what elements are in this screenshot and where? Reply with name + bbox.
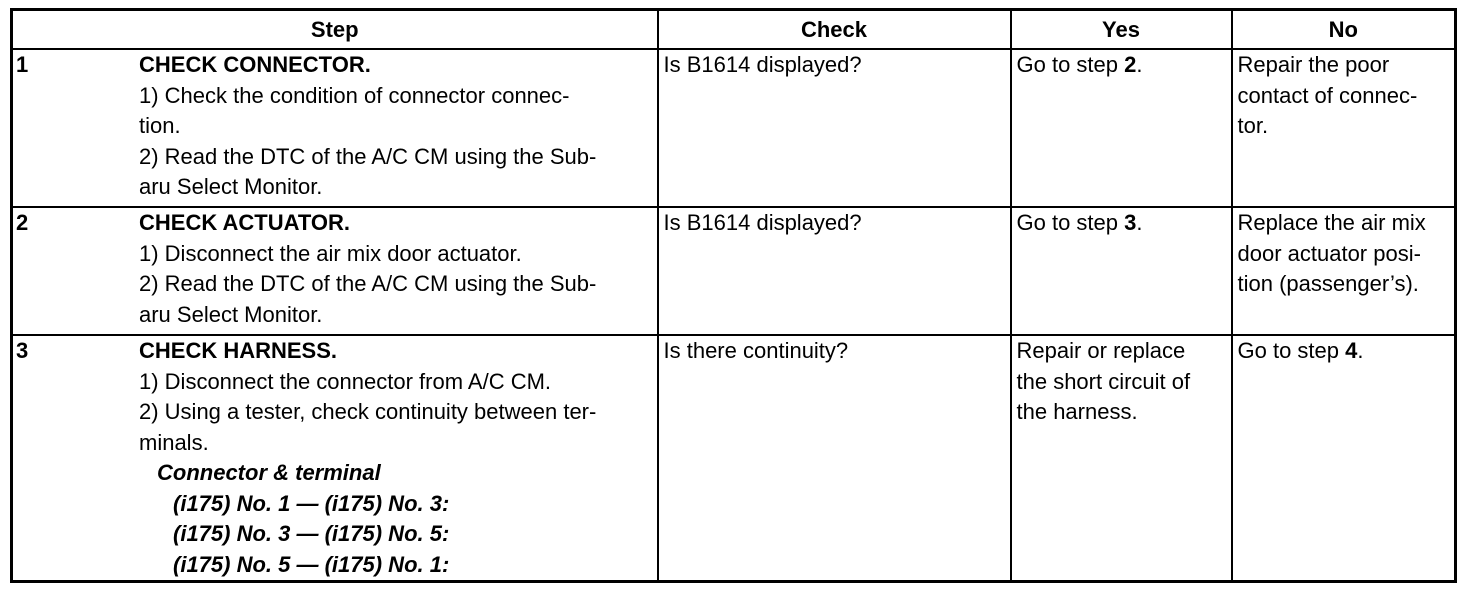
yes-step-number: 3 <box>1124 210 1137 235</box>
header-check: Check <box>656 8 1012 50</box>
yes-cell: Go to step 2. <box>1009 48 1233 208</box>
no-text: Go to step 4. <box>1233 336 1455 367</box>
yes-text: Repair or replace the short circuit of t… <box>1012 336 1231 428</box>
check-text: Is B1614 displayed? <box>663 210 862 235</box>
no-line: Repair the poor <box>1237 52 1390 77</box>
connector-terminal-line: (i175) No. 5 — (i175) No. 1: <box>173 551 450 577</box>
header-no: No <box>1230 8 1457 50</box>
step-body: CHECK ACTUATOR. 1) Disconnect the air mi… <box>139 208 657 330</box>
no-line: tion (passenger’s). <box>1237 271 1419 296</box>
yes-suffix: . <box>1136 52 1143 77</box>
step-cell: 2 CHECK ACTUATOR. 1) Disconnect the air … <box>10 206 659 336</box>
step-line: minals. <box>139 429 209 455</box>
step-title: CHECK ACTUATOR. <box>139 210 351 235</box>
step-title: CHECK CONNECTOR. <box>139 52 371 77</box>
header-row: Step Check Yes No <box>10 8 1457 50</box>
diagnostic-table: Step Check Yes No 1 CHECK CONNECTOR. 1) … <box>10 8 1457 583</box>
no-line: Replace the air mix <box>1237 210 1426 235</box>
yes-prefix: Go to step <box>1016 52 1125 77</box>
no-text: Replace the air mix door actuator posi- … <box>1233 208 1455 300</box>
yes-cell: Repair or replace the short circuit of t… <box>1009 334 1233 583</box>
step-body: CHECK CONNECTOR. 1) Check the condition … <box>139 50 657 203</box>
check-cell: Is B1614 displayed? <box>656 48 1012 208</box>
step-line: 2) Read the DTC of the A/C CM using the … <box>139 143 597 169</box>
no-line: tor. <box>1237 113 1269 138</box>
no-suffix: . <box>1357 338 1364 363</box>
table-row: 3 CHECK HARNESS. 1) Disconnect the conne… <box>10 334 1457 583</box>
yes-line: the harness. <box>1016 399 1138 424</box>
yes-line: Repair or replace <box>1016 338 1186 363</box>
step-line: 2) Using a tester, check continuity betw… <box>139 399 597 424</box>
step-line: 1) Check the condition of connector conn… <box>139 82 570 108</box>
step-title: CHECK HARNESS. <box>139 338 338 363</box>
step-line: 1) Disconnect the air mix door actuator. <box>139 240 522 266</box>
connector-terminal-line: (i175) No. 3 — (i175) No. 5: <box>173 521 450 546</box>
step-line: aru Select Monitor. <box>139 174 323 199</box>
no-cell: Replace the air mix door actuator posi- … <box>1230 206 1457 336</box>
header-step: Step <box>10 8 659 50</box>
yes-suffix: . <box>1136 210 1143 235</box>
yes-text: Go to step 2. <box>1012 50 1231 81</box>
check-text: Is there continuity? <box>663 338 849 363</box>
table-row: 2 CHECK ACTUATOR. 1) Disconnect the air … <box>10 206 1457 336</box>
no-prefix: Go to step <box>1237 338 1346 363</box>
header-yes: Yes <box>1009 8 1233 50</box>
step-number: 1 <box>16 52 29 77</box>
step-body: CHECK HARNESS. 1) Disconnect the connect… <box>139 336 657 580</box>
step-number: 2 <box>16 210 29 235</box>
step-cell: 3 CHECK HARNESS. 1) Disconnect the conne… <box>10 334 659 583</box>
check-cell: Is there continuity? <box>656 334 1012 583</box>
no-line: contact of connec- <box>1237 82 1418 108</box>
step-cell: 1 CHECK CONNECTOR. 1) Check the conditio… <box>10 48 659 208</box>
table-row: 1 CHECK CONNECTOR. 1) Check the conditio… <box>10 48 1457 208</box>
no-step-number: 4 <box>1345 338 1358 363</box>
yes-line: the short circuit of <box>1016 368 1191 394</box>
yes-text: Go to step 3. <box>1012 208 1231 239</box>
step-line: tion. <box>139 113 181 138</box>
no-cell: Repair the poor contact of connec- tor. <box>1230 48 1457 208</box>
check-text: Is B1614 displayed? <box>663 52 862 77</box>
step-line: 2) Read the DTC of the A/C CM using the … <box>139 271 597 296</box>
no-text: Repair the poor contact of connec- tor. <box>1233 50 1455 142</box>
yes-cell: Go to step 3. <box>1009 206 1233 336</box>
yes-prefix: Go to step <box>1016 210 1125 235</box>
no-line: door actuator posi- <box>1237 240 1421 266</box>
no-cell: Go to step 4. <box>1230 334 1457 583</box>
step-line: aru Select Monitor. <box>139 301 323 327</box>
step-line: 1) Disconnect the connector from A/C CM. <box>139 368 552 394</box>
connector-terminal-heading: Connector & terminal <box>157 460 381 485</box>
connector-terminal-line: (i175) No. 1 — (i175) No. 3: <box>173 490 450 516</box>
step-number: 3 <box>16 338 29 363</box>
check-cell: Is B1614 displayed? <box>656 206 1012 336</box>
yes-step-number: 2 <box>1124 52 1137 77</box>
